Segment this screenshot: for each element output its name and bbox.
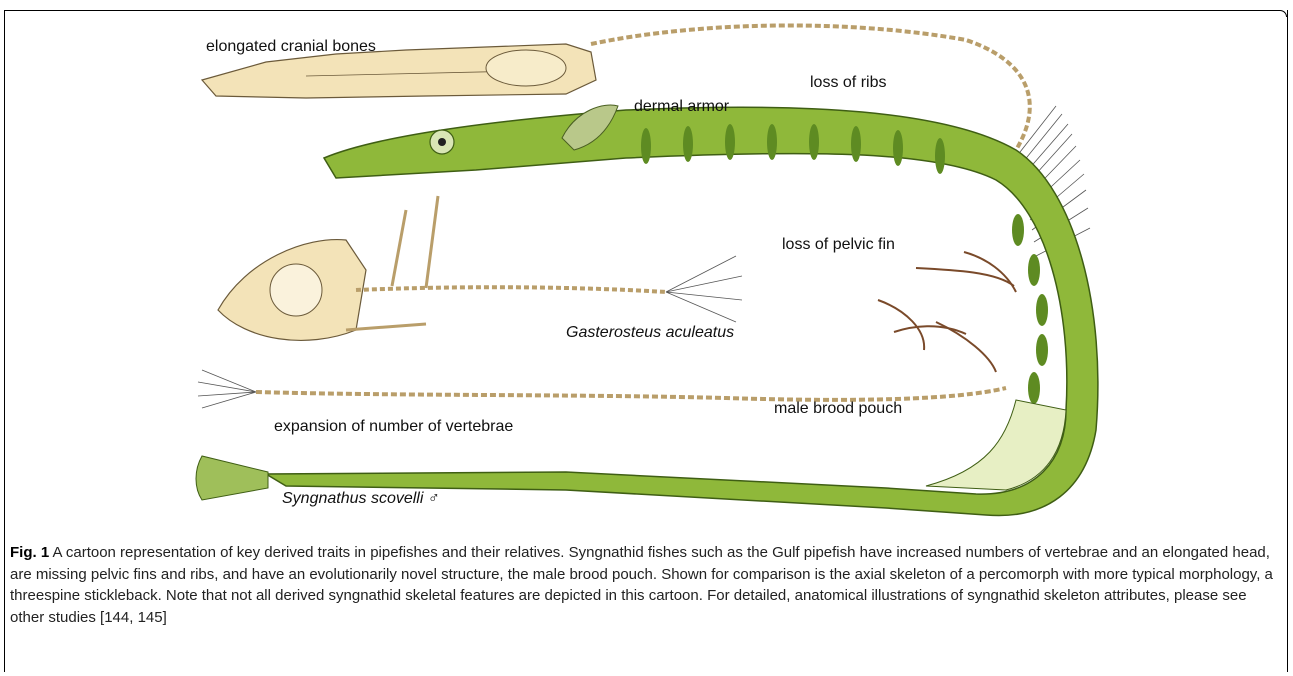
label-loss-of-pelvic-fin: loss of pelvic fin	[782, 236, 895, 254]
lower-tail-rays	[198, 370, 256, 408]
embryos-drawing	[878, 252, 1016, 372]
figure-illustration: elongated cranial bones loss of ribs der…	[6, 10, 1284, 538]
caudal-fin	[196, 456, 268, 500]
label-dermal-armor: dermal armor	[634, 98, 729, 116]
label-syngnathus-scovelli: Syngnathus scovelli ♂	[282, 490, 440, 508]
figure-caption-label: Fig. 1	[10, 544, 49, 561]
label-gasterosteus-aculeatus: Gasterosteus aculeatus	[566, 324, 734, 342]
label-loss-of-ribs: loss of ribs	[810, 74, 886, 92]
label-male-brood-pouch: male brood pouch	[774, 400, 902, 418]
figure-caption: Fig. 1 A cartoon representation of key d…	[10, 542, 1280, 628]
label-expansion-vertebrae: expansion of number of vertebrae	[274, 418, 513, 436]
pipefish-body	[266, 107, 1098, 515]
stickleback-skeleton-drawing	[218, 196, 742, 340]
pipefish-spine-lower	[256, 388, 1006, 400]
pipefish-illustration	[6, 10, 1284, 538]
figure-caption-text: A cartoon representation of key derived …	[10, 544, 1273, 626]
label-cranial-bones: elongated cranial bones	[206, 38, 376, 56]
